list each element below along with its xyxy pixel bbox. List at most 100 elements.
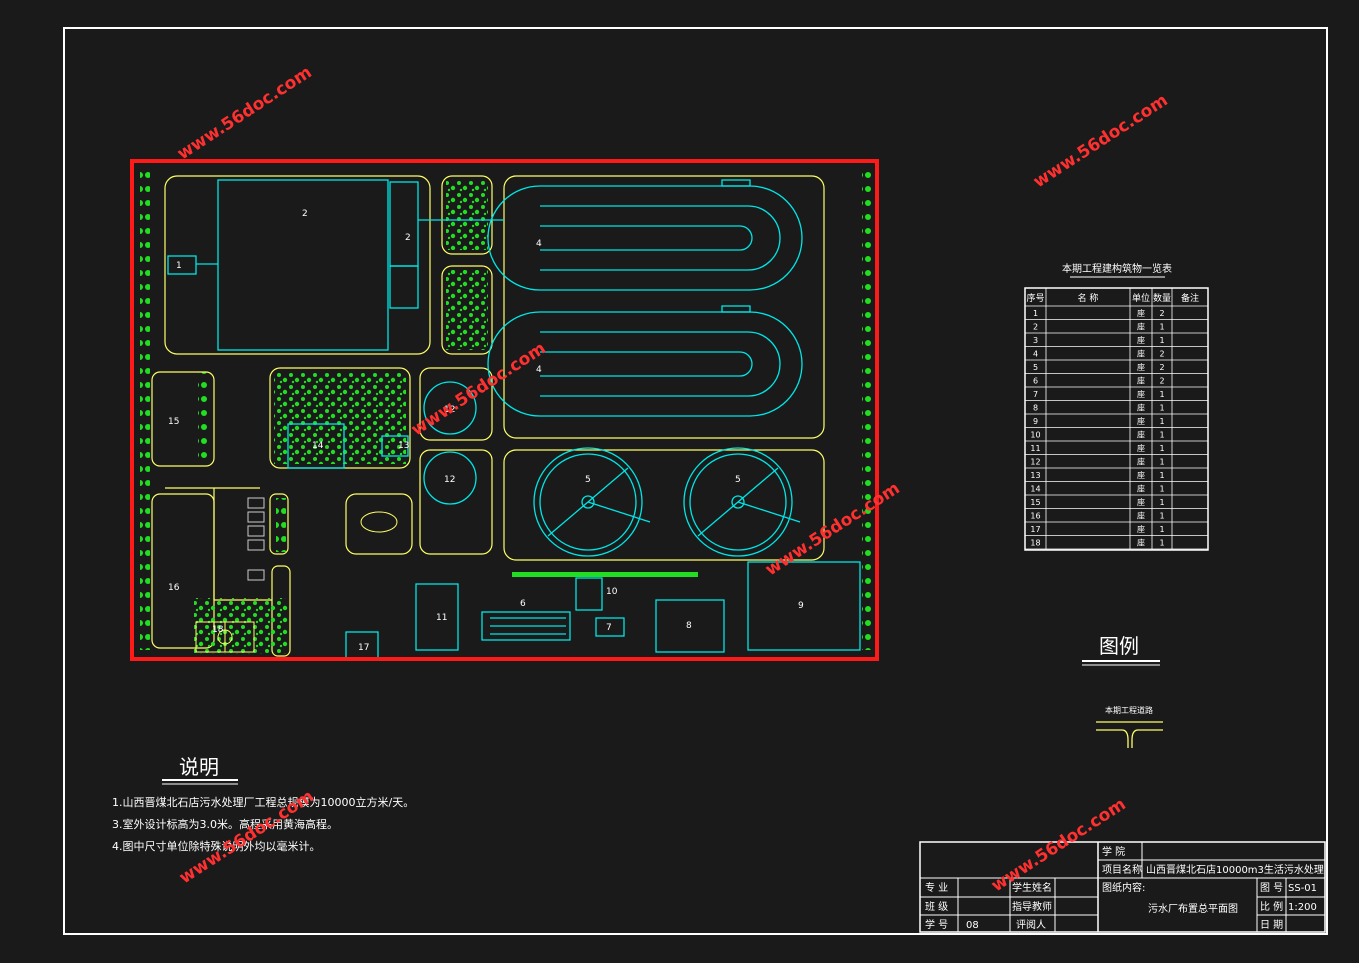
green-center xyxy=(274,372,406,464)
table-cell: 座 xyxy=(1137,497,1145,507)
label-7: 7 xyxy=(606,623,612,633)
struct-11 xyxy=(415,583,459,651)
road-block-small xyxy=(269,493,289,555)
table-cell: 座 xyxy=(1137,389,1145,399)
tb-scale-label: 比 例 xyxy=(1260,900,1283,913)
clarifier-b-inner xyxy=(689,453,787,551)
table-cell: 座 xyxy=(1137,457,1145,467)
notes-title: 说明 xyxy=(179,755,219,779)
tb-advisor-label: 指导教师 xyxy=(1012,900,1052,913)
ditch-b-outer xyxy=(487,311,803,417)
table-cell: 2 xyxy=(1159,350,1164,359)
tb-student-name-label: 学生姓名 xyxy=(1012,881,1052,894)
road-block-ne xyxy=(164,175,431,355)
table-cell: 1 xyxy=(1159,458,1164,467)
tank-12b xyxy=(423,451,477,505)
tank-12a xyxy=(423,381,477,435)
parking-2 xyxy=(247,511,265,523)
table-cell: 1 xyxy=(1033,309,1038,318)
table-cell: 8 xyxy=(1033,404,1038,413)
ditch-b-inner1 xyxy=(540,331,781,397)
legend-road-symbol xyxy=(1096,721,1163,748)
table-cell: 1 xyxy=(1159,444,1164,453)
tb-major-label: 专 业 xyxy=(925,881,948,894)
table-cell: 座 xyxy=(1137,524,1145,534)
clarifier-b-bridge xyxy=(737,501,801,523)
table-cell: 14 xyxy=(1030,485,1040,494)
label-2b: 2 xyxy=(405,233,411,243)
clarifier-a-bridge xyxy=(587,501,651,523)
table-cell: 1 xyxy=(1159,498,1164,507)
label-8: 8 xyxy=(686,621,692,631)
clarifier-a xyxy=(533,447,643,557)
label-14: 14 xyxy=(312,441,324,451)
road-block-12b xyxy=(419,449,493,555)
ditch-a-outer xyxy=(487,185,803,291)
green-south xyxy=(194,598,288,654)
struct-2-main xyxy=(217,179,389,351)
parking-1 xyxy=(247,497,265,509)
ditch-a-gate xyxy=(721,179,751,187)
site-plan: 1 2 2 4 4 5 5 6 7 8 9 10 11 12 12 13 14 … xyxy=(130,159,879,661)
label-11: 11 xyxy=(436,613,447,623)
title-block-frame xyxy=(919,841,1326,933)
watermarks: www.56doc.com www.56doc.com www.56doc.co… xyxy=(174,62,1172,896)
table-cell: 座 xyxy=(1137,416,1145,426)
table-cell: 座 xyxy=(1137,335,1145,345)
table-cell: 1 xyxy=(1159,404,1164,413)
label-12b: 12 xyxy=(444,475,455,485)
table-cell: 9 xyxy=(1033,417,1038,426)
label-10: 10 xyxy=(606,587,618,597)
table-cell: 1 xyxy=(1159,525,1164,534)
ditch-b-gate xyxy=(721,305,751,313)
green-strip xyxy=(512,572,698,577)
table-cell: 2 xyxy=(1159,377,1164,386)
table-cell: 1 xyxy=(1159,431,1164,440)
table-cell: 座 xyxy=(1137,511,1145,521)
label-5a: 5 xyxy=(585,475,591,485)
table-cell: 2 xyxy=(1033,323,1038,332)
table-cell: 座 xyxy=(1137,403,1145,413)
tb-reviewer-label: 评阅人 xyxy=(1016,918,1046,931)
clarifier-a-core xyxy=(581,495,595,509)
notes: 说明 1.山西晋煤北石店污水处理厂工程总规模为10000立方米/天。 3.室外设… xyxy=(112,755,414,853)
table-cell: 座 xyxy=(1137,308,1145,318)
table-cell: 1 xyxy=(1159,471,1164,480)
tb-school-label: 学 院 xyxy=(1102,845,1125,858)
table-cell: 3 xyxy=(1033,336,1038,345)
label-13: 13 xyxy=(398,441,409,451)
tb-date-label: 日 期 xyxy=(1260,919,1283,931)
table-cell: 座 xyxy=(1137,376,1145,386)
parking-3 xyxy=(247,525,265,537)
title-block: 学 院 项目名称 山西晋煤北石店10000m3生活污水处理 图纸内容: 污水厂布… xyxy=(919,841,1326,933)
table-header-cell: 备注 xyxy=(1181,292,1199,304)
label-1: 1 xyxy=(176,261,182,271)
table-frame xyxy=(1024,287,1209,551)
table-header-cell: 名 称 xyxy=(1078,292,1099,304)
table-cell: 15 xyxy=(1030,498,1040,507)
label-12a: 12 xyxy=(444,405,455,415)
tb-scale-value: 1:200 xyxy=(1288,902,1317,913)
table-cell: 座 xyxy=(1137,322,1145,332)
struct-8 xyxy=(655,599,725,653)
label-4b: 4 xyxy=(536,365,542,375)
struct-13 xyxy=(381,435,409,457)
road-block-flower xyxy=(345,493,413,555)
table-cell: 4 xyxy=(1033,350,1038,359)
struct-14 xyxy=(287,423,345,469)
watermark-1: www.56doc.com xyxy=(174,62,316,164)
struct-9 xyxy=(747,561,861,651)
clarifier-b xyxy=(683,447,793,557)
label-16: 16 xyxy=(168,583,180,593)
notes-line-1: 1.山西晋煤北石店污水处理厂工程总规模为10000立方米/天。 xyxy=(112,795,414,809)
table-cell: 5 xyxy=(1033,363,1038,372)
label-17: 17 xyxy=(358,643,369,653)
struct-side-low xyxy=(389,265,419,309)
tb-drawing-no-value: SS-01 xyxy=(1288,883,1317,894)
table-cell: 12 xyxy=(1030,458,1040,467)
tb-class-label: 班 级 xyxy=(925,901,948,913)
ditch-a-inner1 xyxy=(540,205,781,271)
table-grid xyxy=(1025,288,1208,550)
table-cell: 1 xyxy=(1159,512,1164,521)
